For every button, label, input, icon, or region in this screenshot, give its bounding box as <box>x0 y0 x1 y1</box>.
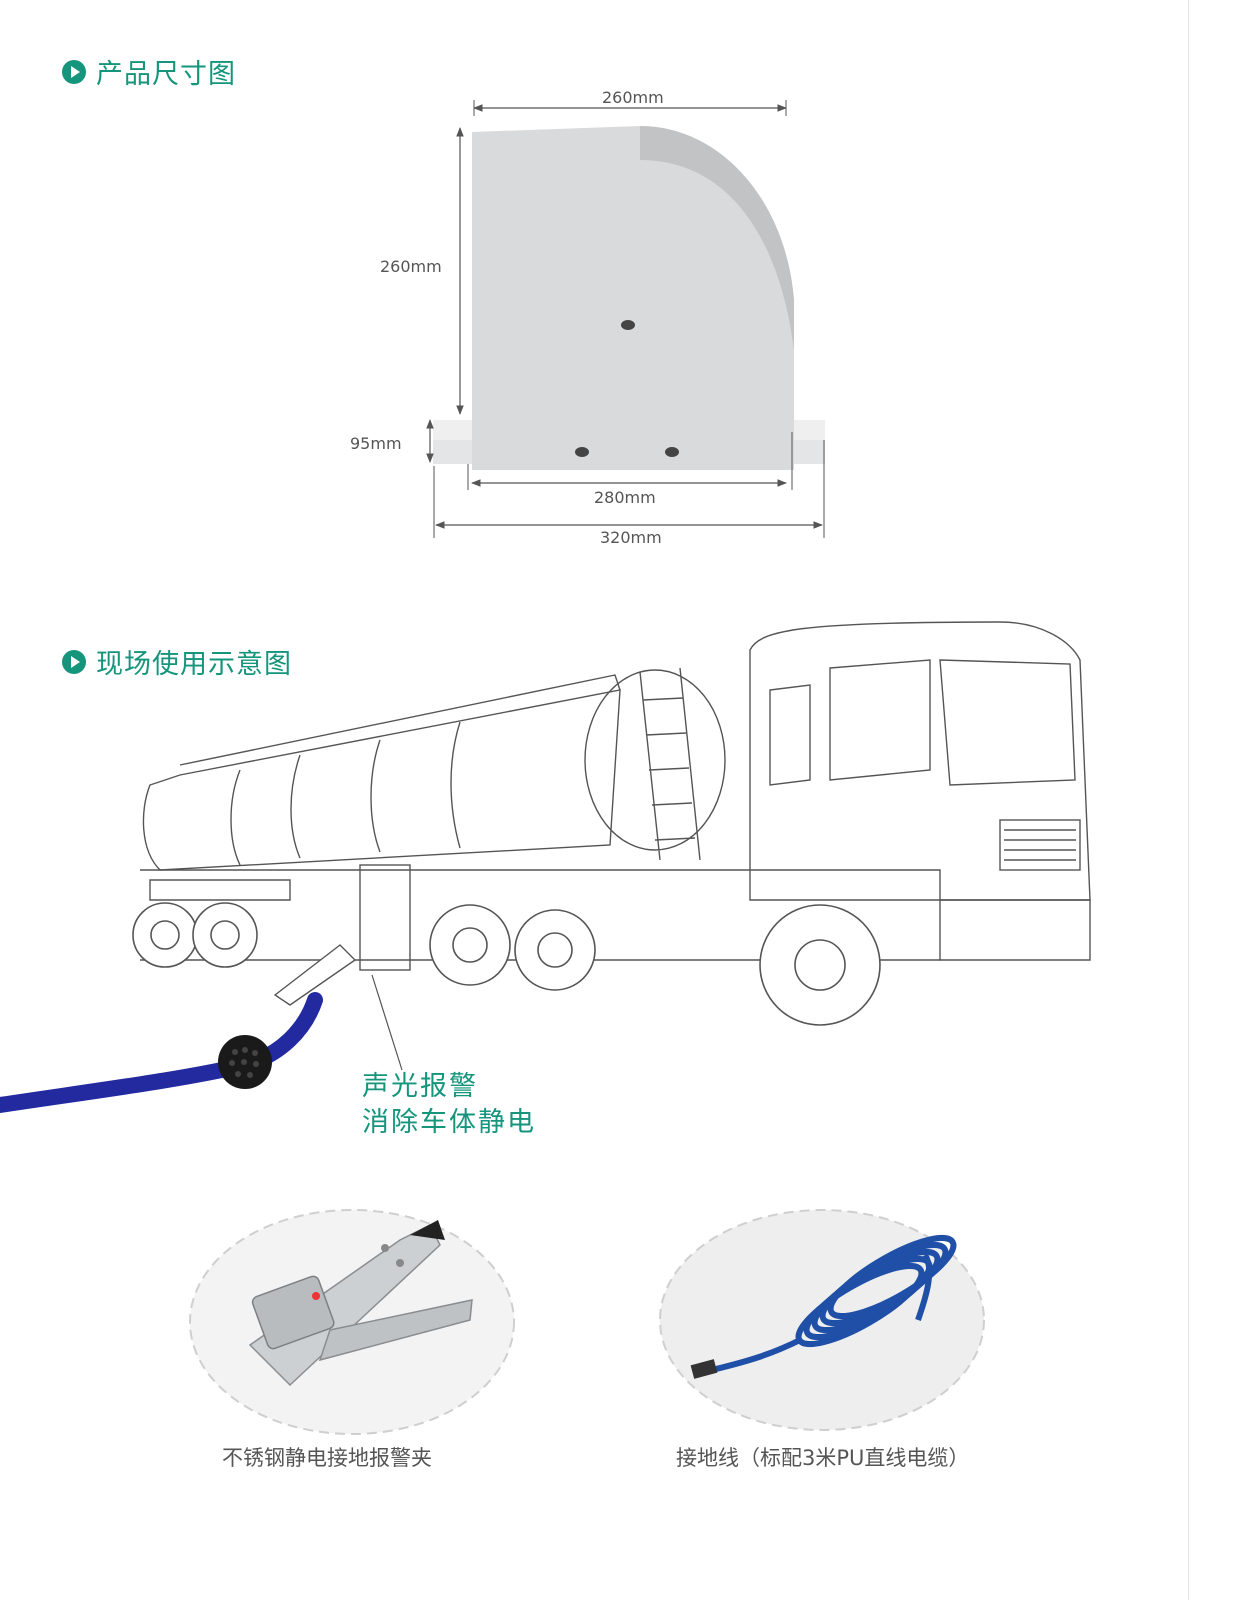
bolt-left <box>575 447 589 457</box>
cab-grille <box>999 819 1081 871</box>
page-edge-rule <box>1188 0 1189 1600</box>
dim-top-width: 260mm <box>602 88 664 107</box>
truck-cab <box>749 621 1091 901</box>
tank-end <box>584 669 726 851</box>
tank-ladder <box>639 667 701 861</box>
section-title-dimensions: 产品尺寸图 <box>62 52 236 91</box>
caption-clamp: 不锈钢静电接地报警夹 <box>222 1446 432 1470</box>
dim-height: 260mm <box>380 257 442 276</box>
play-circle-icon <box>62 59 86 84</box>
dim-inner-width: 280mm <box>594 488 656 507</box>
bolt-right <box>665 447 679 457</box>
front-bumper <box>940 899 1091 961</box>
tank-body <box>142 689 621 871</box>
tank-top-rail <box>179 674 621 766</box>
dim-base-height: 95mm <box>350 434 402 453</box>
section-title-text: 现场使用示意图 <box>96 649 292 680</box>
cable-photo <box>659 1209 985 1431</box>
windshield <box>939 659 1076 786</box>
bolt-center <box>621 320 635 330</box>
cab-window <box>829 659 931 781</box>
device-body <box>472 126 794 470</box>
device-curve-shade <box>640 126 794 350</box>
clamp-on-truck <box>273 944 357 1006</box>
grounding-device-on-truck <box>359 864 411 971</box>
callout-alarm: 声光报警 <box>362 1071 478 1102</box>
callout-static-removal: 消除车体静电 <box>362 1107 536 1138</box>
section-title-text: 产品尺寸图 <box>96 59 236 90</box>
callout-leader <box>371 974 403 1071</box>
section-title-usage: 现场使用示意图 <box>62 642 292 681</box>
clamp-photo <box>189 1209 515 1435</box>
play-circle-icon <box>62 649 86 674</box>
caption-cable: 接地线（标配3米PU直线电缆） <box>676 1446 970 1470</box>
dim-total-width: 320mm <box>600 528 662 547</box>
